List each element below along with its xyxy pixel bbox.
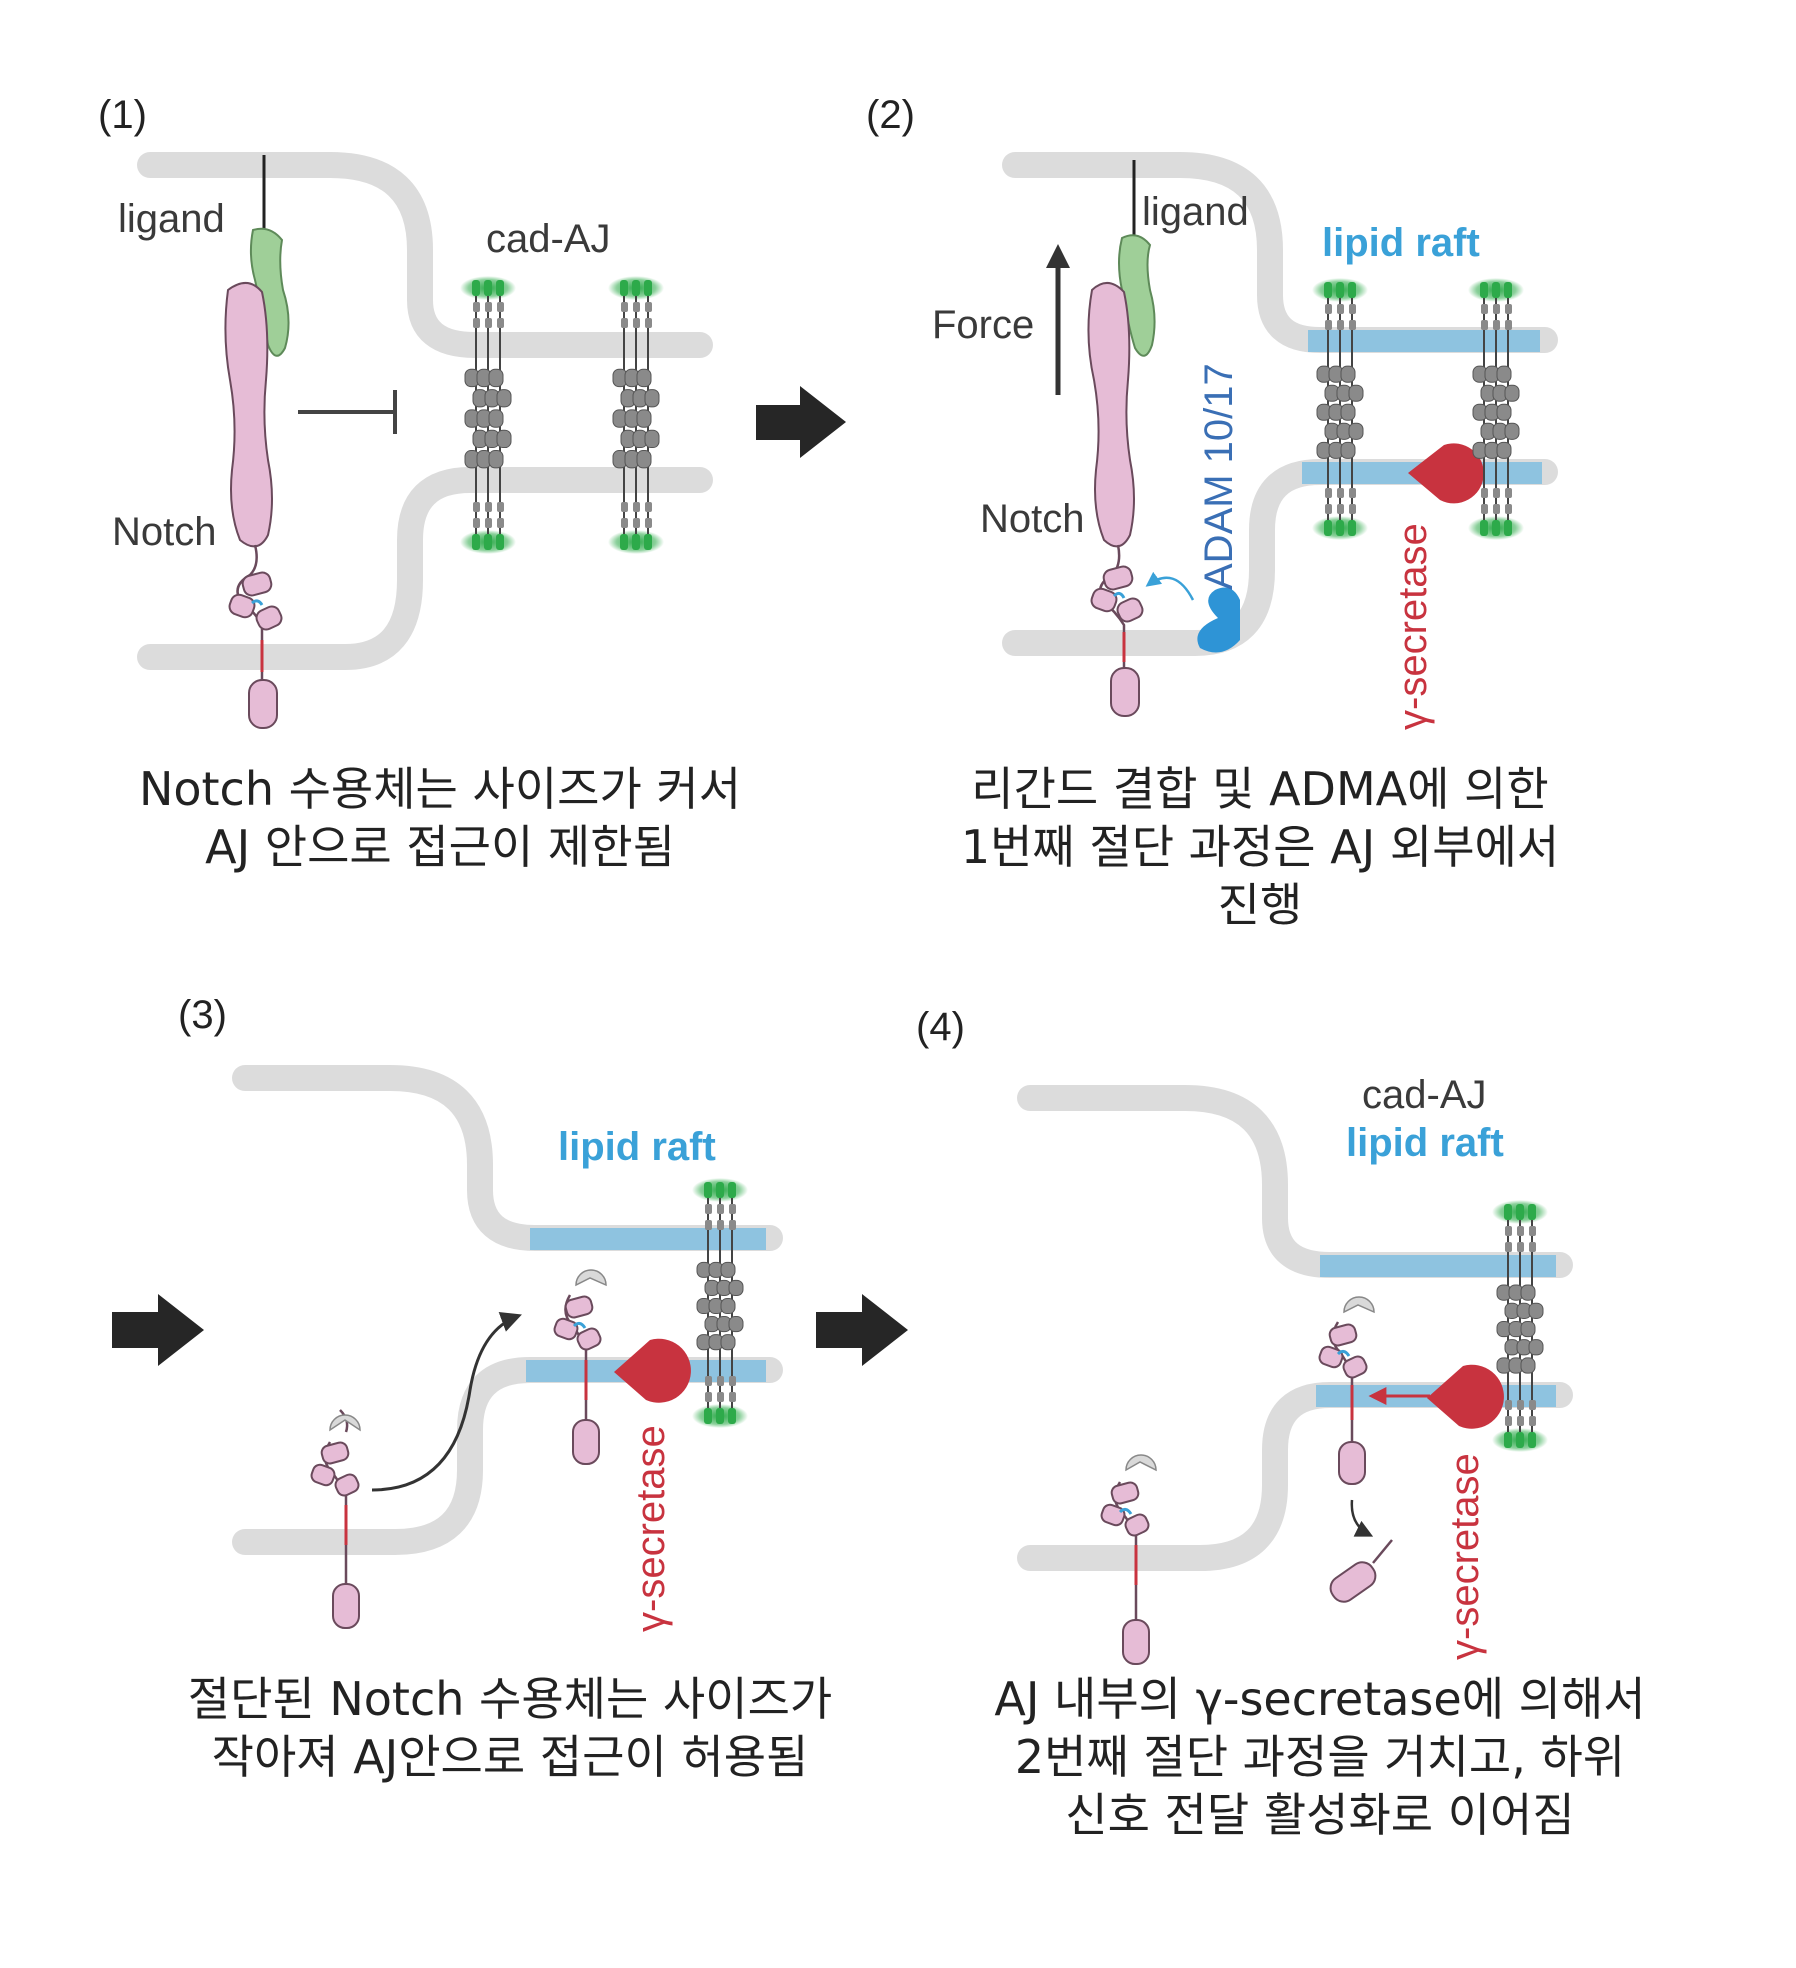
cadherin-junction bbox=[460, 276, 516, 554]
panel-3: (3) lipid raft bbox=[178, 993, 833, 1784]
notch-label: Notch bbox=[112, 510, 217, 554]
panel-4: (4) cad-AJ lipid raft bbox=[916, 1005, 1646, 1842]
gamma-secretase-label: γ-secretase bbox=[1391, 523, 1435, 730]
gamma-secretase-enzyme bbox=[614, 1338, 691, 1403]
cadherin-junction bbox=[608, 276, 664, 554]
panel-1: (1) ligand Notch cad-AJ bbox=[98, 93, 742, 874]
ligand-label: ligand bbox=[118, 197, 225, 241]
curved-arrow-icon bbox=[371, 1311, 522, 1492]
ligand-shape bbox=[1118, 160, 1156, 357]
gamma-secretase-label: γ-secretase bbox=[1443, 1453, 1487, 1660]
cadherin-junction bbox=[692, 1178, 748, 1428]
block-arrow-icon bbox=[756, 386, 846, 458]
adam-label: ADAM 10/17 bbox=[1197, 363, 1241, 590]
notch-receptor bbox=[1087, 282, 1144, 717]
panel-number: (4) bbox=[916, 1005, 965, 1049]
up-arrow-icon bbox=[1046, 244, 1070, 395]
panel-2: (2) ligand Force Notc bbox=[866, 93, 1560, 932]
cell-membranes bbox=[1017, 1085, 1573, 1571]
caption: AJ 내부의 γ-secretase에 의해서 2번째 절단 과정을 거치고, … bbox=[994, 1672, 1646, 1842]
panel-number: (1) bbox=[98, 93, 147, 137]
caption: 리간드 결합 및 ADMA에 의한 1번째 절단 과정은 AJ 외부에서 진행 bbox=[960, 762, 1560, 932]
cell-membranes bbox=[232, 1065, 783, 1555]
cleaved-notch-receptor bbox=[553, 1269, 607, 1465]
adam-enzyme bbox=[1145, 571, 1240, 653]
panel-number: (2) bbox=[866, 93, 915, 137]
inhibition-icon bbox=[298, 390, 397, 434]
notch-receptor bbox=[224, 282, 283, 729]
cadherin-junction bbox=[1492, 1200, 1548, 1452]
cadherin-junction bbox=[1468, 278, 1524, 540]
gamma-secretase-enzyme bbox=[1408, 443, 1484, 504]
notch-label: Notch bbox=[980, 497, 1085, 541]
lipid-raft-label: lipid raft bbox=[1346, 1121, 1504, 1165]
ligand-label: ligand bbox=[1142, 190, 1249, 234]
cleaved-notch-receptor bbox=[310, 1409, 361, 1629]
gamma-secretase-enzyme bbox=[1427, 1364, 1504, 1429]
gamma-secretase-label: γ-secretase bbox=[629, 1425, 673, 1632]
lipid-raft-label: lipid raft bbox=[1322, 221, 1480, 265]
cleaved-notch-receptor bbox=[1100, 1454, 1157, 1665]
block-arrow-icon bbox=[816, 1294, 908, 1366]
block-arrow-icon bbox=[112, 1294, 204, 1366]
cell-membranes bbox=[137, 152, 713, 670]
cad-aj-label: cad-AJ bbox=[1362, 1073, 1487, 1117]
cadherin-junction bbox=[1312, 278, 1368, 540]
caption: Notch 수용체는 사이즈가 커서 AJ 안으로 접근이 제한됨 bbox=[138, 762, 742, 874]
panel-number: (3) bbox=[178, 993, 227, 1037]
force-label: Force bbox=[932, 303, 1034, 347]
processed-notch-receptor bbox=[1318, 1296, 1393, 1603]
cad-aj-label: cad-AJ bbox=[486, 217, 611, 261]
caption: 절단된 Notch 수용체는 사이즈가 작아져 AJ안으로 접근이 허용됨 bbox=[187, 1672, 833, 1784]
lipid-raft-label: lipid raft bbox=[558, 1125, 716, 1169]
ligand-shape bbox=[249, 155, 290, 357]
